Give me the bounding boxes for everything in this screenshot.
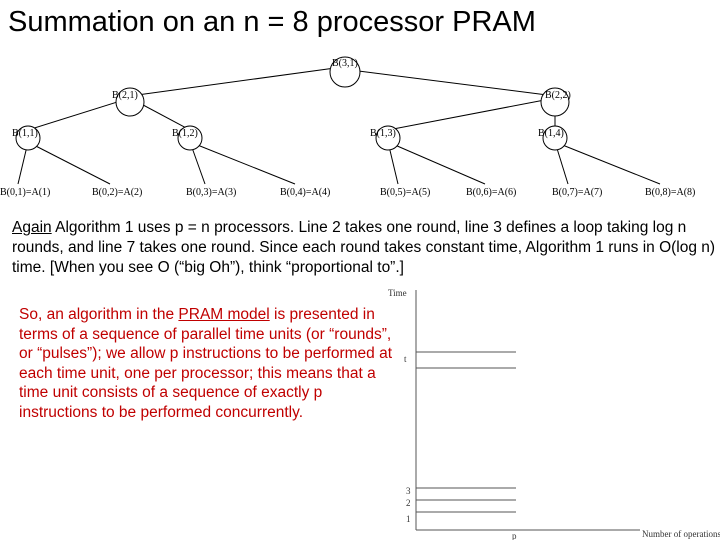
leaf-7: B(0,7)=A(7) [552, 187, 602, 198]
leaf-2: B(0,2)=A(2) [92, 187, 142, 198]
top-tick-label: t [404, 354, 407, 364]
again-link[interactable]: Again [12, 219, 52, 236]
pram-model-paragraph: So, an algorithm in the PRAM model is pr… [19, 305, 399, 422]
p-label: p [512, 531, 517, 540]
explanation-text: Algorithm 1 uses p = n processors. Line … [12, 219, 716, 276]
node-level1-2: B(1,2) [172, 128, 198, 139]
pram-text-rest: is presented in terms of a sequence of p… [19, 306, 393, 421]
leaf-1: B(0,1)=A(1) [0, 187, 50, 198]
pram-text-pre: So, an algorithm in the [19, 306, 179, 323]
y-axis-label: Time [388, 288, 407, 298]
page-title: Summation on an n = 8 processor PRAM [8, 6, 536, 38]
node-level1-1: B(1,1) [12, 128, 38, 139]
node-root: B(3,1) [332, 58, 358, 69]
node-level2-1: B(2,1) [112, 90, 138, 101]
tick-2: 2 [406, 498, 411, 508]
x-axis-label: Number of operations [642, 529, 720, 539]
tick-1: 1 [406, 514, 411, 524]
pram-model-link[interactable]: PRAM model [178, 306, 270, 323]
node-level1-4: B(1,4) [538, 128, 564, 139]
leaf-4: B(0,4)=A(4) [280, 187, 330, 198]
leaf-8: B(0,8)=A(8) [645, 187, 695, 198]
node-level2-2: B(2,2) [545, 90, 571, 101]
explanation-paragraph: Again Algorithm 1 uses p = n processors.… [12, 218, 718, 278]
summation-tree-diagram: B(3,1) B(2,1) B(2,2) B(1,1) B(1,2) B(1,3… [0, 56, 695, 198]
leaf-6: B(0,6)=A(6) [466, 187, 516, 198]
leaf-5: B(0,5)=A(5) [380, 187, 430, 198]
leaf-3: B(0,3)=A(3) [186, 187, 236, 198]
tick-3: 3 [406, 486, 411, 496]
node-level1-3: B(1,3) [370, 128, 396, 139]
